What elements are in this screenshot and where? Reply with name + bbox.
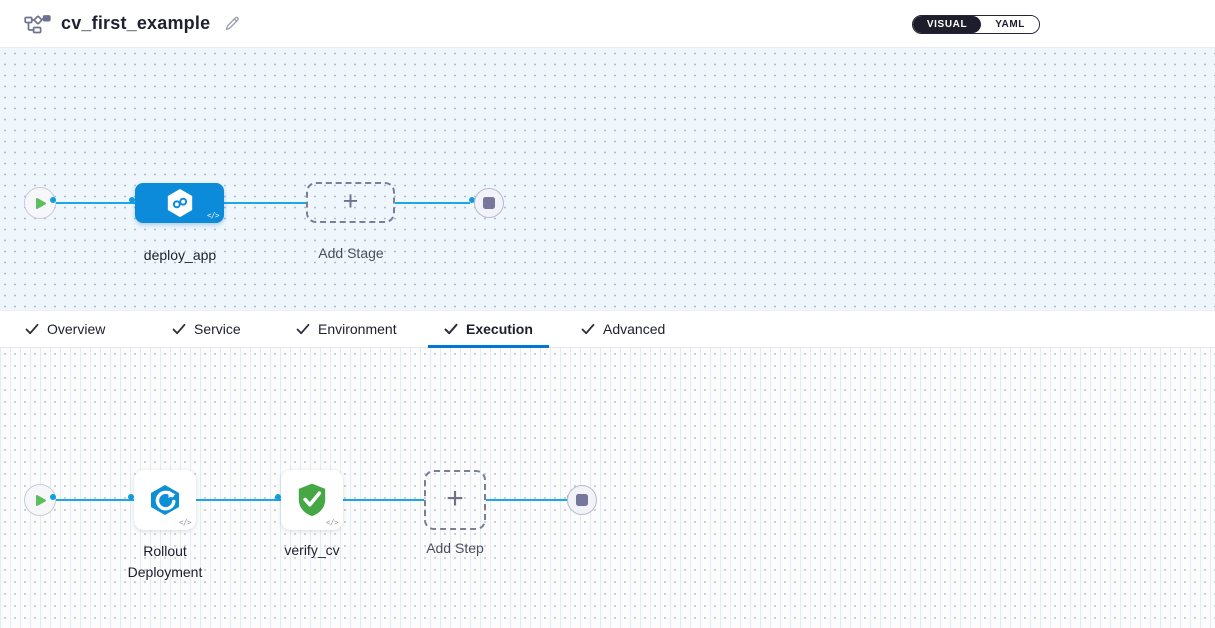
check-icon (581, 323, 595, 335)
play-icon (35, 197, 47, 210)
connector-port (50, 197, 56, 203)
add-stage-label: Add Stage (318, 245, 384, 261)
stage-label: deploy_app (143, 247, 217, 263)
connector-port (50, 494, 56, 500)
execution-canvas[interactable]: </> Rollout Deployment </> verify_cv + A… (0, 348, 1215, 628)
check-icon (296, 323, 310, 335)
active-tab-underline (428, 345, 549, 348)
stage-config-tabs: Overview Service Environment Execution A… (0, 310, 1215, 348)
tab-advanced[interactable]: Advanced (581, 311, 665, 347)
flow-line-segment (224, 202, 306, 204)
flow-line-segment (196, 499, 281, 501)
tab-label: Advanced (603, 321, 666, 337)
add-step-button[interactable]: + (424, 470, 486, 530)
flow-line-segment (56, 202, 135, 204)
stage-canvas[interactable]: </> deploy_app + Add Stage (0, 48, 1215, 310)
connector-port (275, 494, 281, 500)
code-icon: </> (178, 518, 192, 527)
toggle-yaml-button[interactable]: YAML (981, 16, 1039, 33)
flow-line-segment (486, 499, 568, 501)
visual-yaml-toggle: VISUAL YAML (911, 15, 1040, 34)
edit-pipeline-name-icon[interactable] (224, 15, 241, 32)
connector-port (129, 197, 135, 203)
plus-icon: + (446, 482, 464, 515)
step-node-rollout-deployment[interactable]: </> (134, 470, 196, 530)
cd-stage-hexagon-icon (165, 187, 195, 219)
rollout-deployment-icon (147, 482, 183, 518)
connector-port (469, 197, 475, 203)
shield-check-icon (293, 481, 331, 519)
check-icon (444, 323, 458, 335)
stage-flow-start-node[interactable] (24, 187, 56, 219)
header: cv_first_example VISUAL YAML (0, 0, 1215, 48)
tab-label: Service (194, 321, 241, 337)
code-icon: </> (325, 518, 339, 527)
flow-line-segment (343, 499, 424, 501)
plus-icon: + (342, 186, 359, 216)
tab-service[interactable]: Service (172, 311, 241, 347)
add-stage-button[interactable]: + (306, 182, 395, 223)
tab-execution[interactable]: Execution (428, 311, 549, 348)
stage-flow-end-node[interactable] (474, 188, 504, 218)
check-icon (172, 323, 186, 335)
step-flow-end-node[interactable] (567, 485, 597, 515)
tab-label: Environment (318, 321, 397, 337)
stage-node-deploy-app[interactable]: </> (135, 183, 224, 223)
step-flow-start-node[interactable] (24, 484, 56, 516)
stop-icon (483, 197, 495, 209)
code-icon: </> (206, 211, 220, 220)
pipeline-flowchart-icon (24, 13, 51, 35)
step-label: verify_cv (284, 542, 340, 558)
pipeline-title: cv_first_example (61, 13, 211, 33)
flow-line-segment (395, 202, 470, 204)
flow-line-segment (56, 499, 134, 501)
check-icon (25, 323, 39, 335)
tab-label: Execution (466, 321, 533, 337)
add-step-label: Add Step (426, 540, 484, 556)
connector-port (128, 494, 134, 500)
tab-environment[interactable]: Environment (296, 311, 397, 347)
toggle-visual-button[interactable]: VISUAL (912, 16, 982, 33)
stop-icon (576, 494, 588, 506)
tab-overview[interactable]: Overview (25, 311, 105, 347)
play-icon (35, 494, 47, 507)
step-node-verify-cv[interactable]: </> (281, 470, 343, 530)
tab-label: Overview (47, 321, 106, 337)
step-label: Rollout Deployment (127, 543, 203, 580)
